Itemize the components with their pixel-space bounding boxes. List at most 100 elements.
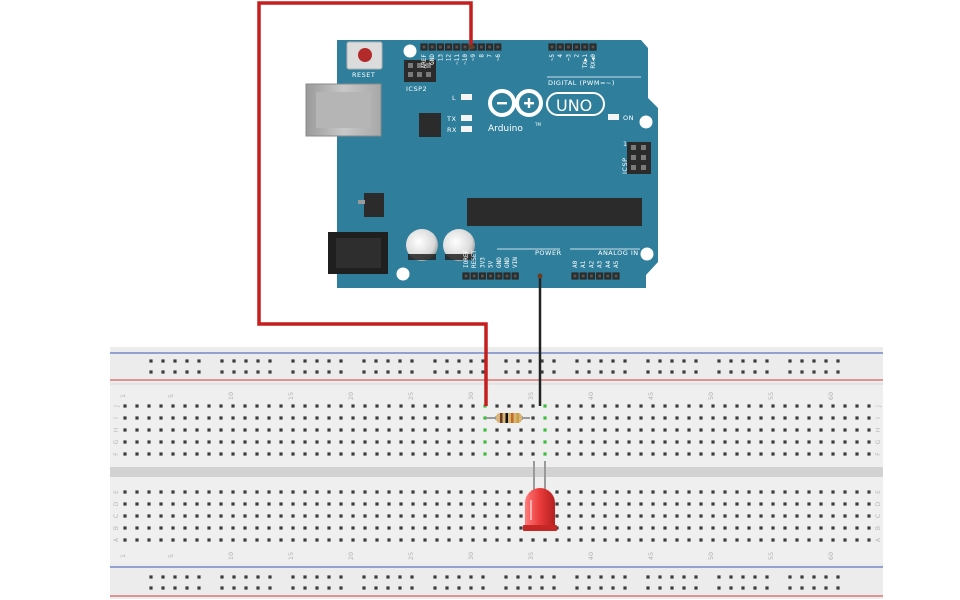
breadboard-hole [867, 440, 871, 444]
breadboard-hole [687, 404, 691, 408]
column-number: 1 [119, 394, 127, 398]
resistor-band [500, 413, 503, 423]
power-rail-hole [623, 586, 627, 590]
l-led [461, 94, 472, 100]
breadboard-hole [759, 490, 763, 494]
breadboard-hole [615, 404, 619, 408]
breadboard-hole [819, 440, 823, 444]
header-pin-hole [464, 274, 468, 278]
power-rail-hole [386, 370, 390, 374]
breadboard-hole [387, 452, 391, 456]
header-pin-hole [573, 274, 577, 278]
reset-button-cap[interactable] [358, 48, 372, 62]
breadboard-hole [279, 538, 283, 542]
breadboard-hole [459, 502, 463, 506]
header-pin-hole [513, 274, 517, 278]
breadboard-hole [591, 502, 595, 506]
power-rail-hole [161, 575, 165, 579]
breadboard-hole [219, 538, 223, 542]
breadboard-hole [855, 514, 859, 518]
breadboard-hole [171, 440, 175, 444]
breadboard-hole [447, 514, 451, 518]
breadboard-hole [195, 404, 199, 408]
power-rail-hole [836, 370, 840, 374]
breadboard-hole [459, 404, 463, 408]
breadboard-hole [627, 490, 631, 494]
power-rail-hole [824, 575, 828, 579]
breadboard-hole [279, 404, 283, 408]
power-rail-hole [729, 575, 733, 579]
breadboard-hole [339, 404, 343, 408]
breadboard-hole [639, 428, 643, 432]
header-pin-hole [496, 45, 500, 49]
breadboard-hole [663, 526, 667, 530]
breadboard-hole [231, 416, 235, 420]
breadboard-hole [231, 490, 235, 494]
power-rail-hole [599, 370, 603, 374]
breadboard-hole [639, 490, 643, 494]
breadboard-hole [195, 452, 199, 456]
breadboard-hole [675, 526, 679, 530]
breadboard-hole [867, 526, 871, 530]
power-rail-hole [516, 575, 520, 579]
breadboard-hole [171, 538, 175, 542]
resistor-band [511, 413, 514, 423]
power-rail-hole [682, 359, 686, 363]
breadboard-hole [447, 526, 451, 530]
breadboard-hole [423, 428, 427, 432]
breadboard-hole [123, 440, 127, 444]
breadboard-hole [495, 490, 499, 494]
power-rail-hole [374, 359, 378, 363]
breadboard-hole [159, 404, 163, 408]
header-pin-hole [606, 274, 610, 278]
breadboard-hole [207, 404, 211, 408]
breadboard-hole [387, 428, 391, 432]
breadboard-hole [207, 490, 211, 494]
breadboard-hole [435, 490, 439, 494]
breadboard-hole [363, 416, 367, 420]
bottom-terminal-strip [110, 477, 883, 563]
breadboard-hole [231, 440, 235, 444]
breadboard-hole [267, 502, 271, 506]
breadboard-hole [147, 526, 151, 530]
breadboard-hole [555, 404, 559, 408]
breadboard-hole [771, 428, 775, 432]
breadboard-hole [459, 514, 463, 518]
breadboard-hole [279, 502, 283, 506]
breadboard-hole [699, 490, 703, 494]
breadboard-hole [447, 440, 451, 444]
power-rail-hole [185, 575, 189, 579]
breadboard-hole [303, 526, 307, 530]
breadboard-hole [651, 514, 655, 518]
power-rail-hole [611, 370, 615, 374]
breadboard-hole [183, 490, 187, 494]
power-rail-hole [694, 575, 698, 579]
breadboard-hole [459, 428, 463, 432]
pin-label: A4 [605, 260, 612, 268]
breadboard-hole [531, 428, 535, 432]
breadboard-hole [195, 428, 199, 432]
breadboard-hole [531, 538, 535, 542]
mounting-hole [396, 267, 410, 281]
row-letter: G [875, 439, 882, 444]
breadboard-hole [639, 502, 643, 506]
breadboard-hole [567, 514, 571, 518]
breadboard-hole [327, 428, 331, 432]
power-rail-hole [528, 359, 532, 363]
power-rail-hole [244, 370, 248, 374]
breadboard-hole [807, 404, 811, 408]
breadboard-hole [507, 514, 511, 518]
breadboard-hole [663, 416, 667, 420]
breadboard-hole [531, 404, 535, 408]
power-rail-hole [765, 575, 769, 579]
breadboard-hole [411, 440, 415, 444]
breadboard-hole [147, 490, 151, 494]
breadboard-hole [843, 416, 847, 420]
breadboard-hole [183, 502, 187, 506]
power-rail-hole [765, 586, 769, 590]
breadboard-hole [279, 440, 283, 444]
led-rim [523, 525, 557, 531]
breadboard-hole [495, 428, 499, 432]
breadboard-hole [651, 538, 655, 542]
breadboard-hole [591, 538, 595, 542]
